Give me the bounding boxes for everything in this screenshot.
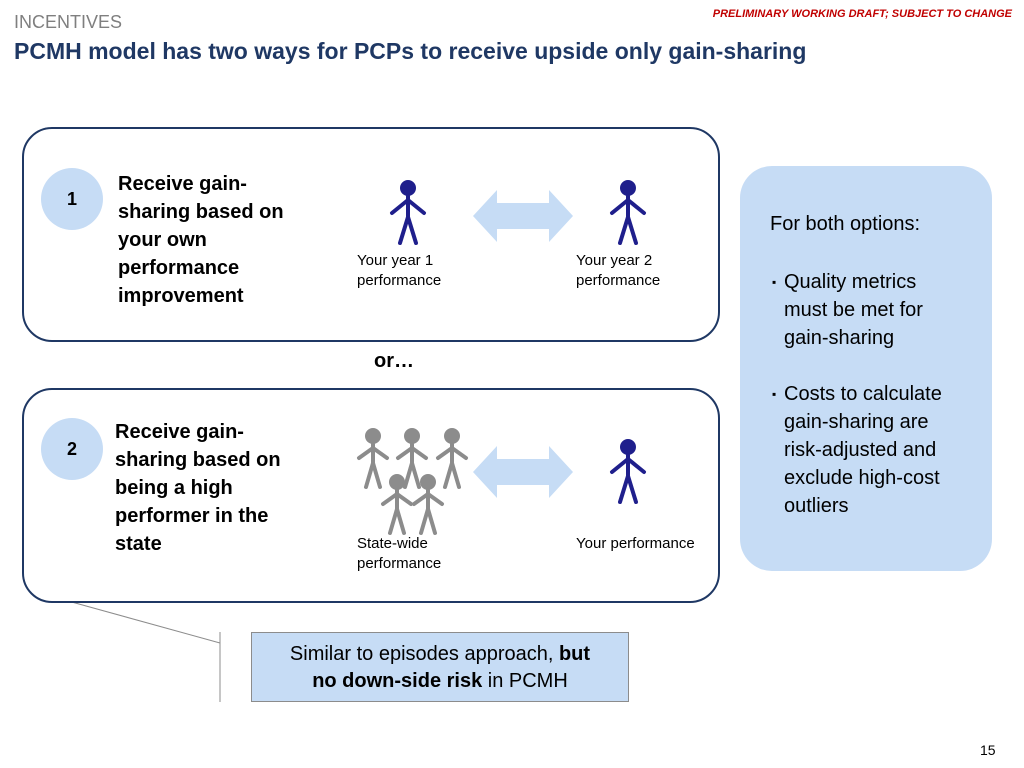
person-dark-icon — [610, 439, 646, 504]
callout-bold-text: but — [558, 643, 591, 665]
option-2-text-line: Receive gain- — [115, 421, 244, 443]
bullet-line: risk-adjusted and — [784, 439, 937, 461]
option-2-right-caption: Your performance — [576, 534, 695, 554]
bullet-marker: ▪ — [772, 275, 777, 289]
bullet-line: Quality metrics — [784, 271, 917, 293]
callout-text: in PCMH — [482, 670, 568, 692]
callout-bold-text: no down-side risk — [312, 670, 483, 692]
caption-line: performance — [357, 272, 442, 289]
option-1-left-caption: Your year 1 performance — [357, 251, 441, 291]
option-2-left-caption: State-wide performance — [357, 534, 441, 574]
bullet-line: Costs to calculate — [784, 383, 942, 405]
option-2-badge: 2 — [41, 418, 103, 480]
people-group-gray-icon — [357, 428, 468, 535]
option-2-box — [22, 388, 720, 603]
option-1-text-line: sharing based on — [118, 201, 284, 223]
callout-box: Similar to episodes approach, but no dow… — [251, 632, 629, 702]
bullet-line: gain-sharing are — [784, 411, 929, 433]
person-dark-icon — [610, 180, 646, 245]
option-2-text: Receive gain- sharing based on being a h… — [115, 418, 281, 558]
info-panel — [740, 166, 992, 571]
bullet-line: gain-sharing — [784, 327, 895, 349]
option-1-badge: 1 — [41, 168, 103, 230]
option-2-text-line: being a high — [115, 477, 233, 499]
person-dark-icon — [390, 180, 426, 245]
caption-line: Your year 1 — [357, 252, 434, 269]
page-title: PCMH model has two ways for PCPs to rece… — [14, 38, 807, 64]
caption-line: State-wide — [357, 535, 428, 552]
option-2-text-line: state — [115, 533, 162, 555]
section-label: INCENTIVES — [14, 12, 123, 32]
page-number: 15 — [980, 742, 996, 758]
caption-line: performance — [576, 272, 661, 289]
option-1-text-line: improvement — [118, 285, 244, 307]
callout-text: Similar to episodes approach, — [289, 643, 559, 665]
info-bullet-1: Quality metrics must be met for gain-sha… — [784, 268, 984, 352]
or-label: or… — [374, 350, 414, 372]
bullet-line: outliers — [784, 495, 849, 517]
draft-notice: PRELIMINARY WORKING DRAFT; SUBJECT TO CH… — [712, 8, 1012, 20]
caption-line: performance — [357, 555, 442, 572]
caption-line: Your year 2 — [576, 252, 653, 269]
caption-line: Your performance — [576, 535, 695, 552]
info-bullet-2: Costs to calculate gain-sharing are risk… — [784, 380, 984, 520]
bullet-marker: ▪ — [772, 387, 777, 401]
bullet-line: must be met for — [784, 299, 923, 321]
option-1-text-line: performance — [118, 257, 240, 279]
option-1-box — [22, 127, 720, 342]
option-1-right-caption: Your year 2 performance — [576, 251, 660, 291]
bullet-line: exclude high-cost — [784, 467, 940, 489]
option-1-text-line: your own — [118, 229, 207, 251]
option-1-text-line: Receive gain- — [118, 173, 247, 195]
option-2-text-line: performer in the — [115, 505, 269, 527]
double-arrow-icon — [473, 446, 573, 498]
double-arrow-icon — [473, 190, 573, 242]
option-2-text-line: sharing based on — [115, 449, 281, 471]
info-heading: For both options: — [770, 213, 921, 235]
option-1-text: Receive gain- sharing based on your own … — [118, 170, 284, 310]
